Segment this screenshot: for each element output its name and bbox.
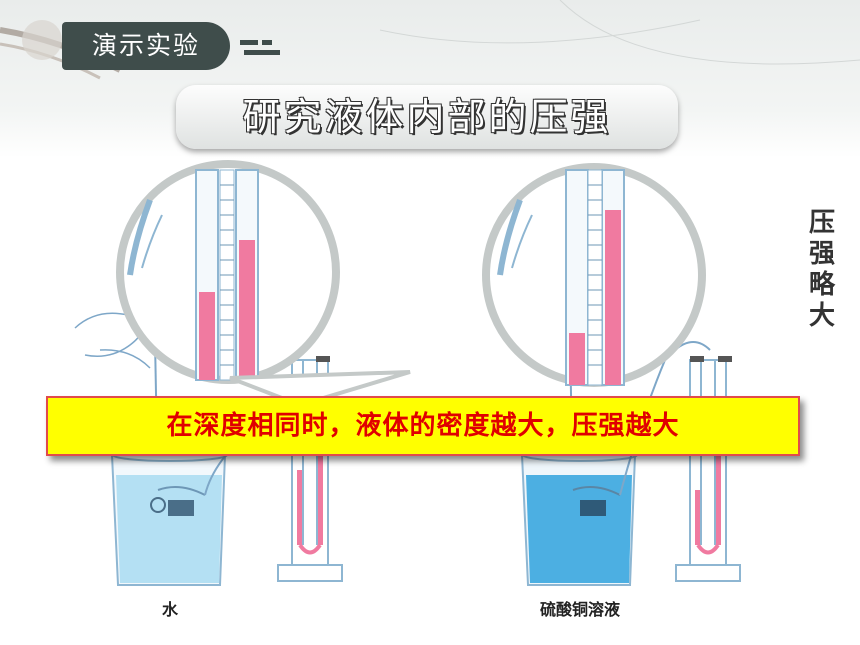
copper-sulfate-fill: [526, 475, 632, 583]
page-title: 研究液体内部的压强: [242, 95, 612, 139]
right-setup: [520, 339, 741, 586]
title-panel: 研究液体内部的压强: [176, 85, 678, 149]
left-level-low: [199, 292, 215, 380]
right-magnifier: [482, 163, 706, 387]
caption-copper-sulfate: 硫酸铜溶液: [539, 600, 620, 619]
side-note: 压强略大: [808, 208, 835, 331]
water-fill: [116, 475, 222, 583]
conclusion-text: 在深度相同时，液体的密度越大，压强越大: [166, 411, 680, 441]
left-magnifier: [116, 160, 411, 408]
section-label: 演示实验: [91, 31, 200, 60]
section-tag: 演示实验: [62, 22, 230, 70]
left-level-high: [239, 240, 255, 380]
right-level-low: [569, 333, 585, 385]
conclusion-box: 在深度相同时，液体的密度越大，压强越大: [46, 396, 800, 456]
right-level-high: [605, 210, 621, 385]
caption-water: 水: [161, 600, 178, 619]
